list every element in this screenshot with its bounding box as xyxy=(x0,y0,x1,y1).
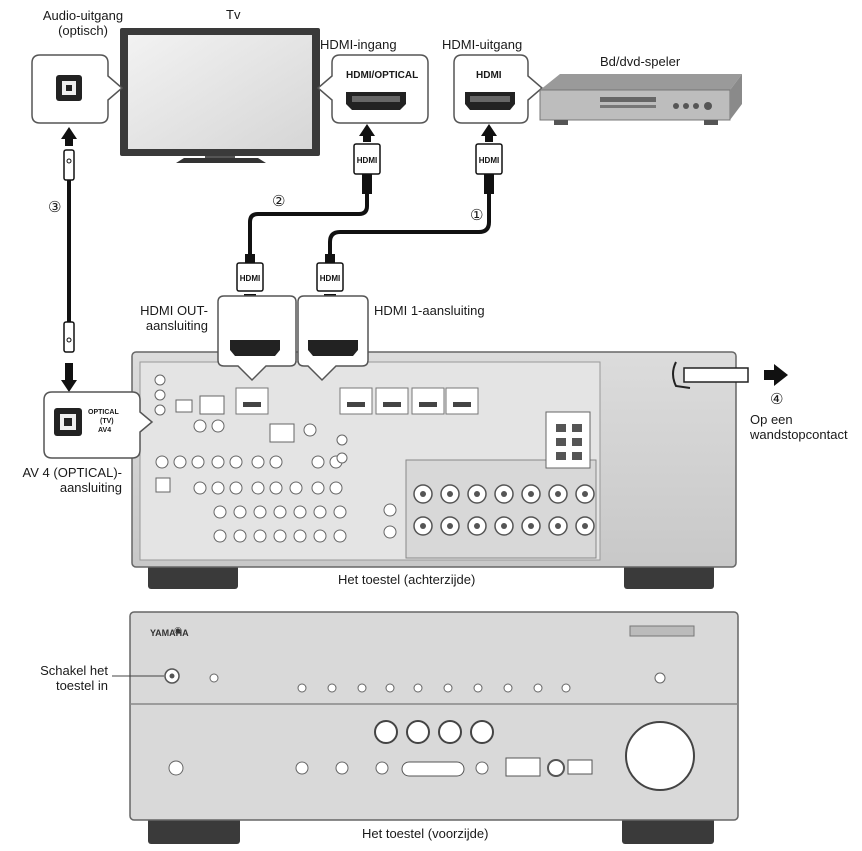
hdmi-out-callout xyxy=(453,54,544,124)
av4-jack-label-line1: AV 4 (OPTICAL)- xyxy=(22,465,122,480)
player-label: Bd/dvd-speler xyxy=(600,54,681,69)
step-3-marker: ③ xyxy=(48,199,62,216)
audio-out-label-line1: Audio-uitgang xyxy=(42,8,124,23)
outlet-label-line1: Op een xyxy=(750,412,793,427)
bd-dvd-player xyxy=(539,74,742,125)
hdmi-cable-player: HDMI HDMI xyxy=(316,124,503,324)
outlet-label: Op een wandstopcontact xyxy=(750,412,848,442)
av4-jack-label: AV 4 (OPTICAL)- aansluiting xyxy=(0,465,122,495)
av4-jack-label-line2: aansluiting xyxy=(59,480,122,495)
av4-optical-callout xyxy=(43,391,154,459)
power-on-label-line1: Schakel het xyxy=(40,663,108,678)
hdmi-jack-label: HDMI xyxy=(476,70,502,81)
audio-out-callout xyxy=(31,54,124,124)
svg-text:HDMI: HDMI xyxy=(240,274,260,283)
receiver-rear-panel xyxy=(131,351,788,589)
step-2-marker: ② xyxy=(272,193,286,210)
receiver-front-panel: ◉ xyxy=(112,611,739,844)
hdmi-out-jack-callout xyxy=(217,295,297,382)
audio-out-label-line2: (optisch) xyxy=(58,23,108,38)
optical-panel-label-line3: AV4 xyxy=(98,427,112,434)
hdmi-out-top-label: HDMI-uitgang xyxy=(442,37,523,52)
audio-out-label: Audio-uitgang (optisch) xyxy=(38,8,128,38)
hdmi1-jack-label: HDMI 1-aansluiting xyxy=(374,303,485,318)
svg-text:HDMI: HDMI xyxy=(357,156,377,165)
front-caption: Het toestel (voorzijde) xyxy=(362,826,489,841)
optical-panel-label: OPTICAL (TV) AV4 xyxy=(88,408,119,435)
hdmi-out-jack-label-line2: aansluiting xyxy=(145,318,208,333)
hdmi-optical-jack-label: HDMI/OPTICAL xyxy=(346,70,419,81)
hdmi1-jack-callout xyxy=(297,295,369,382)
step-4-marker: ④ xyxy=(770,391,784,408)
step-1-marker: ① xyxy=(470,207,484,224)
optical-cable xyxy=(61,127,77,392)
tv-set xyxy=(120,28,320,163)
tv-label: Tv xyxy=(226,7,241,22)
outlet-label-line2: wandstopcontact xyxy=(750,427,848,442)
power-on-label: Schakel het toestel in xyxy=(0,663,108,693)
rear-caption: Het toestel (achterzijde) xyxy=(338,572,476,587)
hdmi-out-jack-label: HDMI OUT- aansluiting xyxy=(98,303,208,333)
optical-panel-label-line1: OPTICAL xyxy=(88,409,119,416)
hdmi-in-callout xyxy=(316,54,429,124)
brand-label: YAMAHA xyxy=(150,628,189,638)
svg-text:HDMI: HDMI xyxy=(320,274,340,283)
hdmi-in-label: HDMI-ingang xyxy=(320,37,397,52)
svg-text:HDMI: HDMI xyxy=(479,156,499,165)
hdmi-out-jack-label-line1: HDMI OUT- xyxy=(140,303,208,318)
optical-panel-label-line2: (TV) xyxy=(100,418,114,425)
brand-logo: ◉ xyxy=(174,625,182,635)
power-on-label-line2: toestel in xyxy=(55,678,108,693)
